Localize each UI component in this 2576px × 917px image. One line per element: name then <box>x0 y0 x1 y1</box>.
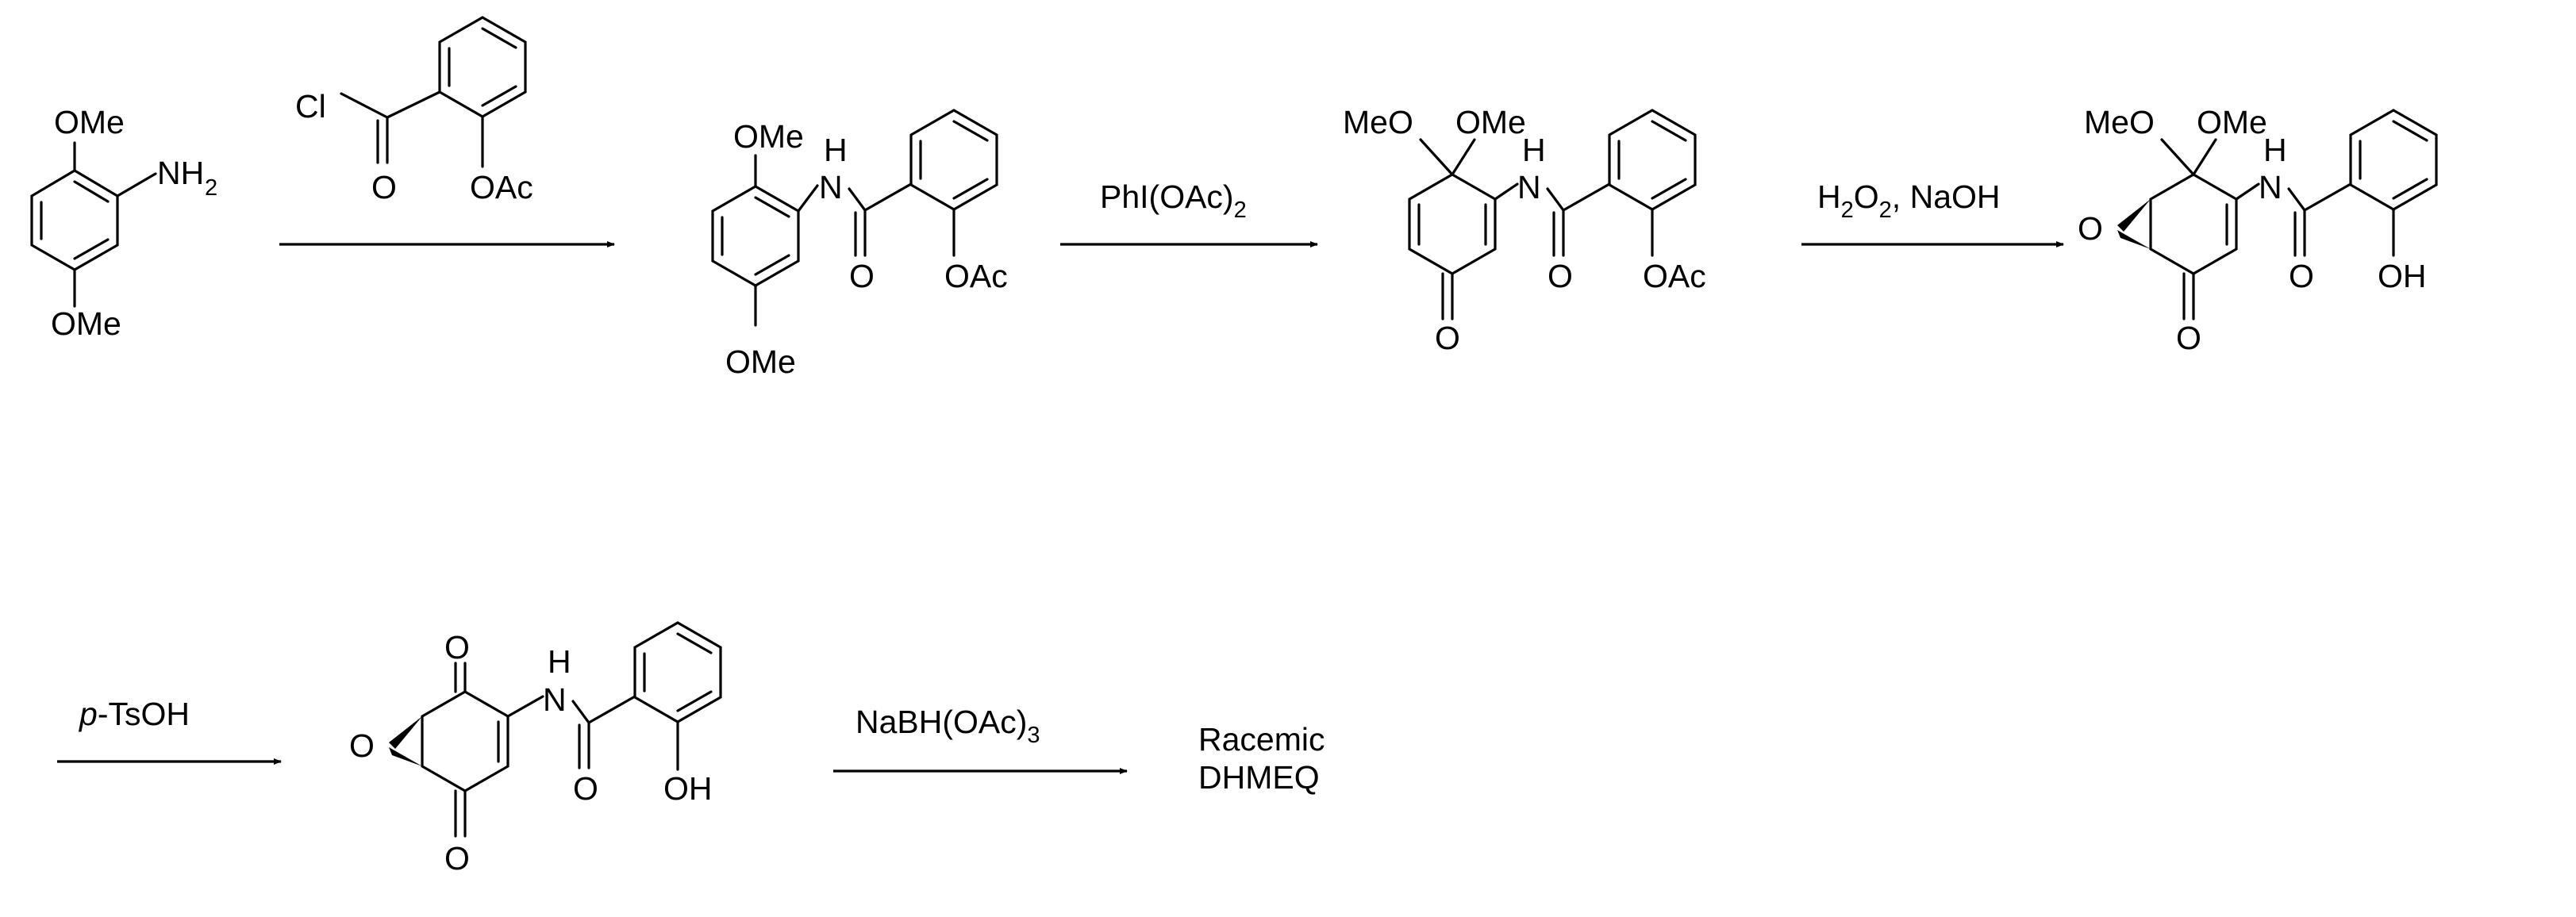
bond-ring-n <box>506 695 544 718</box>
ring-b-double-bonds <box>643 632 713 712</box>
label-ome-top: OMe <box>54 104 125 140</box>
ring-bonds <box>30 169 119 271</box>
label-meo: MeO <box>1343 104 1413 140</box>
reagent-acetylsalicyloyl-chloride: Cl O OAc <box>295 16 533 205</box>
bond-ketal-meo <box>2160 138 2195 176</box>
bond-ring-carbonyl <box>386 90 441 119</box>
label-meo: MeO <box>2084 104 2155 140</box>
compound-quinone-monoketal: MeO OMe H N O OAc O <box>1343 104 1706 356</box>
compound-dimethoxyaniline: OMe NH 2 OMe <box>30 104 217 342</box>
bond-carbonyl-ring <box>2303 182 2352 212</box>
ring-b-double-bonds <box>2359 120 2428 200</box>
epoxide-wedge-top <box>389 716 422 749</box>
label-nh2-subscript: 2 <box>205 175 217 201</box>
label-carbonyl-o: O <box>849 258 875 294</box>
bond-carbonyl-cl <box>340 92 389 119</box>
label-ome-bottom: OMe <box>725 343 796 380</box>
label-oh: OH <box>663 770 713 807</box>
ring-b-double-bonds <box>1617 120 1687 200</box>
ring-bonds <box>1408 173 1497 275</box>
bond-n-carbonyl <box>2287 187 2306 212</box>
bond-n-carbonyl <box>1546 187 1565 212</box>
label-ome-top: OMe <box>733 118 804 155</box>
epoxide-wedge-bottom <box>2117 230 2151 249</box>
ring-b-double-bonds <box>919 120 989 200</box>
label-oac: OAc <box>1643 258 1706 294</box>
ring-b-bonds <box>2349 109 2438 211</box>
ring-a-bonds <box>711 185 800 287</box>
ring-b-bonds <box>909 109 998 211</box>
ring-a-double-bonds <box>721 196 790 276</box>
label-h: H <box>824 132 848 168</box>
compound-amide-1: OMe H N O OAc OMe <box>711 109 1008 380</box>
bond-carbonyl-ring <box>863 182 913 212</box>
reagent-step2: PhI(OAc)2 <box>1100 178 1247 223</box>
bond-ketal-meo <box>1419 138 1454 176</box>
label-ome: OMe <box>1455 104 1526 140</box>
label-carbonyl-o: O <box>573 770 598 807</box>
label-epoxide-o: O <box>349 727 375 764</box>
label-carbonyl-o: O <box>1548 258 1573 294</box>
ring-b-bonds <box>1608 109 1697 211</box>
label-oac: OAc <box>470 169 533 205</box>
product-label-line2: DHMEQ <box>1198 759 1320 796</box>
label-n: N <box>2259 169 2282 205</box>
ring-double-bonds <box>448 27 517 107</box>
epoxide-wedge-bottom <box>389 747 422 766</box>
label-epoxide-o: O <box>2078 210 2103 247</box>
label-ome: OMe <box>2197 104 2267 140</box>
bond-carbonyl-ring <box>1562 182 1611 212</box>
label-ketone-o: O <box>1435 320 1460 356</box>
bond-ketal-ome <box>1451 138 1476 176</box>
label-n: N <box>543 681 567 718</box>
ring-bonds <box>421 690 509 792</box>
label-nh2: NH <box>157 155 204 191</box>
epoxide-wedge-top <box>2117 199 2151 232</box>
label-oh: OH <box>2378 258 2427 294</box>
label-o: O <box>371 169 397 205</box>
reagent-step5: NaBH(OAc)3 <box>855 704 1040 748</box>
label-ome-bottom: OMe <box>51 305 121 342</box>
bond-nh2 <box>116 172 157 198</box>
product-label-line1: Racemic <box>1198 721 1325 758</box>
bond-ring-n <box>1494 182 1519 201</box>
label-quinone-o-top: O <box>444 629 470 666</box>
label-h: H <box>1522 132 1546 168</box>
label-h: H <box>2263 132 2287 168</box>
label-n: N <box>1517 169 1541 205</box>
reagent-step4: p-TsOH <box>78 696 190 732</box>
bond-ring-n <box>797 184 819 213</box>
label-quinone-o-bottom: O <box>444 840 470 877</box>
bond-carbonyl-ring <box>587 695 636 724</box>
ring-bonds <box>438 16 527 118</box>
bond-ketal-ome <box>2192 138 2217 176</box>
ring-bonds <box>2149 173 2238 275</box>
bond-ring-n <box>2235 182 2260 201</box>
compound-epoxide-ketal: O MeO OMe H N O OH O <box>2078 104 2438 356</box>
ring-b-bonds <box>633 621 722 723</box>
label-n: N <box>819 169 843 205</box>
bond-n-carbonyl <box>571 700 590 724</box>
label-carbonyl-o: O <box>2289 258 2314 294</box>
reagent-step3: H2O2, NaOH <box>1817 178 2001 223</box>
label-ketone-o: O <box>2176 320 2201 356</box>
ring-double-bonds <box>40 180 110 260</box>
label-cl: Cl <box>295 88 326 125</box>
bond-n-carbonyl <box>848 187 867 212</box>
compound-epoxyquinone: O O H N O OH O <box>349 621 722 877</box>
label-oac: OAc <box>944 258 1008 294</box>
label-h: H <box>548 643 571 680</box>
